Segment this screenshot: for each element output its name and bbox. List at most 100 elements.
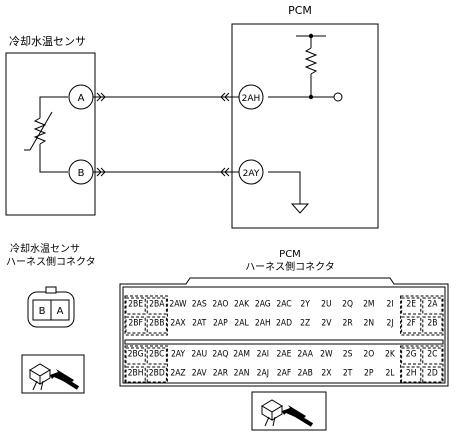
pcm-pin-2a: 2A — [427, 300, 438, 310]
pcm-pin-2b: 2B — [427, 319, 437, 329]
pcm-pin-cell — [125, 347, 146, 365]
pcm-pin-2j: 2J — [386, 319, 393, 329]
pcm-pin-cell — [125, 316, 146, 334]
sensor-title: 冷却水温センサ — [9, 35, 86, 48]
pcm-pin-2av: 2AV — [192, 369, 208, 379]
pcm-pin-2as: 2AS — [192, 300, 207, 310]
pcm-pin-2x: 2X — [321, 369, 331, 379]
pcm-pin-cell — [146, 366, 167, 384]
pcm-pin-2bf: 2BF — [128, 319, 143, 329]
pcm-pin-2u: 2U — [321, 300, 331, 310]
pcm-pin-2ag: 2AG — [255, 300, 271, 310]
pcm-pin-block-right-lower — [400, 345, 444, 383]
pcm-pin-cell — [401, 366, 422, 384]
pcm-pin-2d: 2D — [427, 369, 438, 379]
pcm-pin-2at: 2AT — [192, 319, 206, 329]
pcm-pin-2bd: 2BD — [149, 369, 165, 379]
sensor-box — [5, 52, 96, 216]
pcm-pin-2ab: 2AB — [298, 369, 313, 379]
pcm-pin-2t: 2T — [343, 369, 353, 379]
pcm-pin-block-left-lower — [124, 345, 168, 383]
pcm-pin-2y: 2Y — [300, 300, 310, 310]
pcm-connector-title-1: PCM — [279, 249, 301, 260]
pcm-pin-cell — [146, 347, 167, 365]
pcm-pin-2ac: 2AC — [276, 300, 291, 310]
pcm-pin-2c: 2C — [427, 350, 437, 360]
pcm-pin-2ba: 2BA — [149, 300, 165, 310]
pcm-connector-title-2: ハーネス側コネクタ — [245, 260, 335, 273]
sensor-terminal-b-label: B — [78, 168, 85, 179]
sensor-connector-pin-b: B — [39, 306, 46, 317]
pcm-pin-2s: 2S — [343, 350, 353, 360]
pcm-pin-cell — [125, 297, 146, 315]
pcm-junction-dot-top — [308, 33, 314, 39]
pcm-pin-2bh: 2BH — [128, 369, 144, 379]
pcm-pin-2z: 2Z — [300, 319, 310, 329]
pcm-pin-2ad: 2AD — [276, 319, 292, 329]
pcm-pin-2p: 2P — [364, 369, 374, 379]
pcm-pin-2ax: 2AX — [170, 319, 185, 329]
pcm-pin-cell — [146, 297, 167, 315]
pcm-pin-2az: 2AZ — [170, 369, 185, 379]
pcm-pin-2f: 2F — [407, 319, 416, 329]
pcm-pin-2aq: 2AQ — [212, 350, 228, 360]
pcm-pin-2an: 2AN — [234, 369, 250, 379]
pcm-pin-2ao: 2AO — [212, 300, 228, 310]
pcm-pin-cell — [401, 347, 422, 365]
sensor-connector-title-1: 冷却水温センサ — [10, 242, 80, 255]
pcm-pin-2w: 2W — [320, 350, 333, 360]
probe-icon — [21, 354, 85, 394]
pcm-pin-cell — [422, 297, 443, 315]
pcm-pin-cell — [422, 366, 443, 384]
pcm-title: PCM — [288, 4, 312, 17]
pcm-pin-2ak: 2AK — [234, 300, 250, 310]
pcm-pin-2bg: 2BG — [128, 350, 144, 360]
pcm-pin-2l: 2L — [385, 369, 395, 379]
pcm-pin-2v: 2V — [321, 319, 332, 329]
pcm-pin-2e: 2E — [406, 300, 416, 310]
pcm-pin-2bc: 2BC — [149, 350, 164, 360]
pcm-pin-cell — [401, 316, 422, 334]
pcm-pin-2ae: 2AE — [277, 350, 292, 360]
pcm-pin-2aa: 2AA — [297, 350, 313, 360]
pcm-pin-2al: 2AL — [234, 319, 249, 329]
pcm-pin-2i: 2I — [386, 300, 393, 310]
pcm-pin-2h: 2H — [406, 369, 417, 379]
pcm-terminal-2ay-label: 2AY — [243, 169, 260, 179]
pcm-pin-2o: 2O — [363, 350, 374, 360]
probe-icon — [251, 391, 327, 431]
pcm-pin-2aj: 2AJ — [257, 369, 269, 379]
pcm-pin-block-right-upper — [400, 295, 444, 336]
pcm-pin-cell — [146, 316, 167, 334]
pcm-pin-2au: 2AU — [191, 350, 207, 360]
sensor-terminal-a-label: A — [78, 93, 85, 104]
pcm-pin-2aw: 2AW — [169, 300, 187, 310]
harness-wire-b — [93, 167, 239, 177]
pcm-pin-2r: 2R — [343, 319, 354, 329]
sensor-harness-connector — [27, 286, 75, 328]
pcm-signal-output — [333, 92, 343, 102]
pcm-harness-connector-body — [119, 277, 449, 387]
pcm-terminal-2ah-label: 2AH — [242, 94, 261, 104]
sensor-connector-title-2: ハーネス側コネクタ — [6, 255, 96, 268]
pcm-pin-2am: 2AM — [233, 350, 250, 360]
pcm-pin-2ay: 2AY — [171, 350, 185, 360]
sensor-connector-pin-a: A — [57, 306, 64, 317]
thermistor-symbol — [24, 96, 68, 173]
pcm-pin-2be: 2BE — [128, 300, 143, 310]
pcm-pin-2ai: 2AI — [257, 350, 269, 360]
pcm-box — [231, 23, 379, 229]
pcm-pin-2ap: 2AP — [213, 319, 228, 329]
pcm-ground-path — [268, 171, 310, 214]
harness-wire-a — [93, 92, 239, 102]
pcm-pin-2bb: 2BB — [149, 319, 164, 329]
pcm-pin-2ar: 2AR — [213, 369, 229, 379]
pcm-pullup-resistor — [296, 35, 326, 97]
pcm-pin-2g: 2G — [406, 350, 417, 360]
pcm-pin-block-left-upper — [124, 295, 168, 336]
pcm-pin-2ah: 2AH — [255, 319, 271, 329]
pcm-pin-cell — [422, 316, 443, 334]
pcm-pin-2m: 2M — [363, 300, 374, 310]
